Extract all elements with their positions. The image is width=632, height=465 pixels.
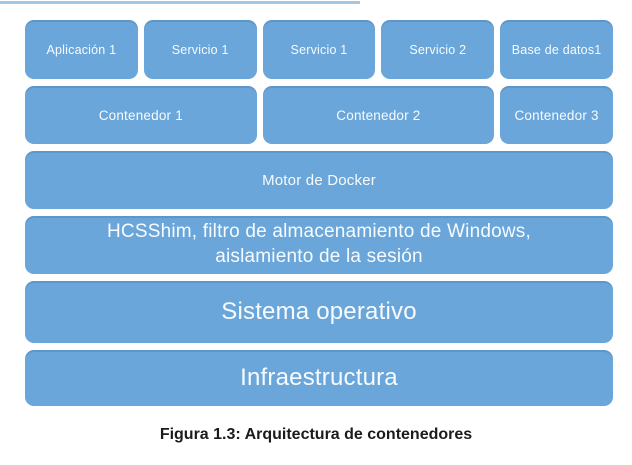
container-box-label: Contenedor 2	[336, 107, 421, 123]
container-box-1: Contenedor 1	[25, 86, 257, 144]
app-box-aplicacion-1: Aplicación 1	[25, 20, 138, 79]
hcsshim-label-line2: aislamiento de la sesión	[215, 246, 423, 267]
app-box-label: Servicio 1	[171, 42, 229, 57]
container-box-label: Contenedor 1	[98, 107, 183, 123]
app-box-label: Servicio 1	[290, 42, 348, 57]
app-box-label: Base de datos1	[511, 42, 602, 57]
docker-engine-layer: Motor de Docker	[25, 151, 613, 209]
app-box-base-de-datos: Base de datos1	[500, 20, 613, 79]
container-box-3: Contenedor 3	[500, 86, 613, 144]
container-architecture-diagram: Aplicación 1 Servicio 1 Servicio 1 Servi…	[25, 20, 613, 406]
page-rule-line	[0, 1, 360, 4]
app-box-servicio-1b: Servicio 1	[262, 20, 376, 79]
infrastructure-layer: Infraestructura	[25, 350, 613, 406]
app-box-label: Aplicación 1	[46, 42, 117, 57]
container-box-2: Contenedor 2	[262, 86, 495, 144]
container-box-label: Contenedor 3	[514, 107, 599, 123]
operating-system-label: Sistema operativo	[221, 298, 417, 325]
hcsshim-layer: HCSShim, filtro de almacenamiento de Win…	[25, 216, 613, 274]
app-box-servicio-2: Servicio 2	[381, 20, 495, 79]
app-box-label: Servicio 2	[409, 42, 467, 57]
app-box-servicio-1a: Servicio 1	[143, 20, 257, 79]
figure-caption: Figura 1.3: Arquitectura de contenedores	[159, 426, 473, 443]
hcsshim-label-line1: HCSShim, filtro de almacenamiento de Win…	[106, 221, 531, 243]
infrastructure-label: Infraestructura	[240, 364, 398, 391]
docker-engine-label: Motor de Docker	[262, 171, 376, 189]
operating-system-layer: Sistema operativo	[25, 281, 613, 343]
